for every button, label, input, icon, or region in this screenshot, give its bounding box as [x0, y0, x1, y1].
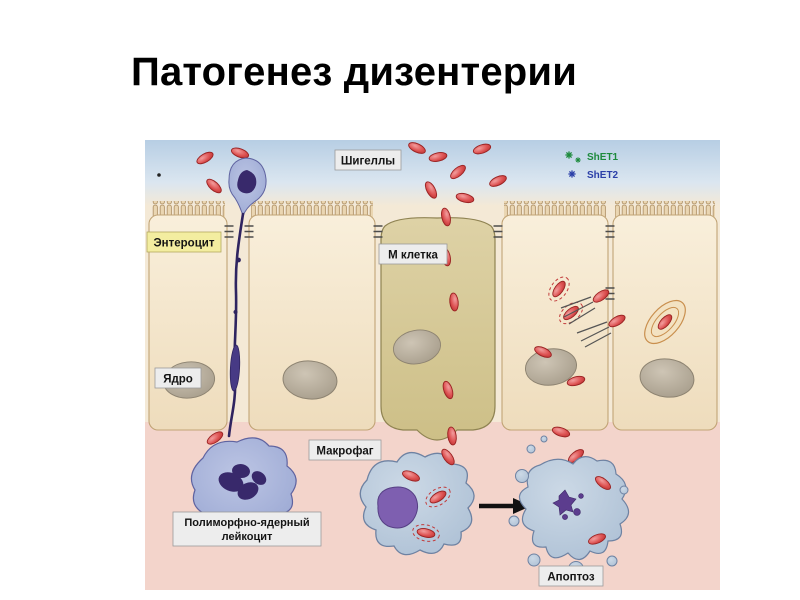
microvilli: [251, 201, 373, 217]
m-cell-label-box: [378, 243, 448, 265]
pmn-label-line1: Полиморфно-ядерный: [184, 517, 309, 529]
diagram-svg: Шигеллы Энтероцит М клетка Ядро Макрофаг…: [145, 140, 720, 590]
label-pmn-leukocyte: Полиморфно-ядерный лейкоцит: [172, 511, 322, 547]
pmn-transmigration-stalk: [227, 212, 245, 438]
macrophage-label: Макрофаг: [316, 446, 373, 458]
shigella-bacteria-intracellular: [532, 272, 686, 388]
m-cell-label: М клетка: [388, 250, 438, 262]
pmn-label-box: [172, 511, 322, 547]
enterocyte-cell: [501, 201, 609, 431]
macrophage-label-box: [308, 439, 382, 461]
apoptosis-label-box: [538, 565, 604, 587]
nucleus-label: Ядро: [163, 374, 193, 386]
pmn-leukocyte: [190, 157, 297, 532]
bullet-dot: [157, 173, 161, 177]
label-macrophage: Макрофаг: [308, 439, 382, 461]
m-cell: [380, 217, 496, 441]
legend-shet1-label: ShET1: [587, 152, 619, 163]
enterocyte-label: Энтероцит: [154, 238, 215, 250]
pmn-label-line2: лейкоцит: [222, 531, 273, 543]
actin-tail-icon: [560, 296, 612, 348]
microvilli: [504, 201, 606, 217]
label-nucleus: Ядро: [154, 367, 202, 389]
label-shigella: Шигеллы: [334, 149, 402, 171]
legend: ShET1 ShET2: [564, 150, 619, 181]
shet1-star-icon: [564, 150, 574, 160]
label-enterocyte: Энтероцит: [146, 231, 222, 253]
shet2-star-icon: [567, 169, 577, 179]
macrophage-nucleus: [377, 486, 419, 529]
pathogenesis-diagram: Шигеллы Энтероцит М клетка Ядро Макрофаг…: [145, 140, 720, 590]
macrophage-cell: [359, 446, 475, 556]
pmn-nucleus: [218, 463, 267, 500]
enterocyte-label-box: [146, 231, 222, 253]
label-m-cell: М клетка: [378, 243, 448, 265]
membrane-protrusion: [644, 299, 686, 345]
nuclear-fragments: [552, 489, 584, 520]
nucleus-label-box: [154, 367, 202, 389]
shigella-label: Шигеллы: [341, 156, 395, 168]
apoptotic-cell: [508, 435, 630, 577]
shet1-star-icon: [574, 156, 582, 164]
microvilli: [615, 201, 715, 217]
shigella-label-box: [334, 149, 402, 171]
apoptosis-arrow-icon: [479, 498, 531, 514]
microvilli: [151, 201, 225, 217]
apoptosis-label: Апоптоз: [547, 572, 595, 584]
pmn-nucleus-top: [237, 170, 257, 194]
slide-title: Патогенез дизентерии: [131, 50, 577, 94]
legend-shet2-label: ShET2: [587, 170, 619, 181]
enterocyte-cell: [248, 201, 376, 431]
label-apoptosis: Апоптоз: [538, 565, 604, 587]
